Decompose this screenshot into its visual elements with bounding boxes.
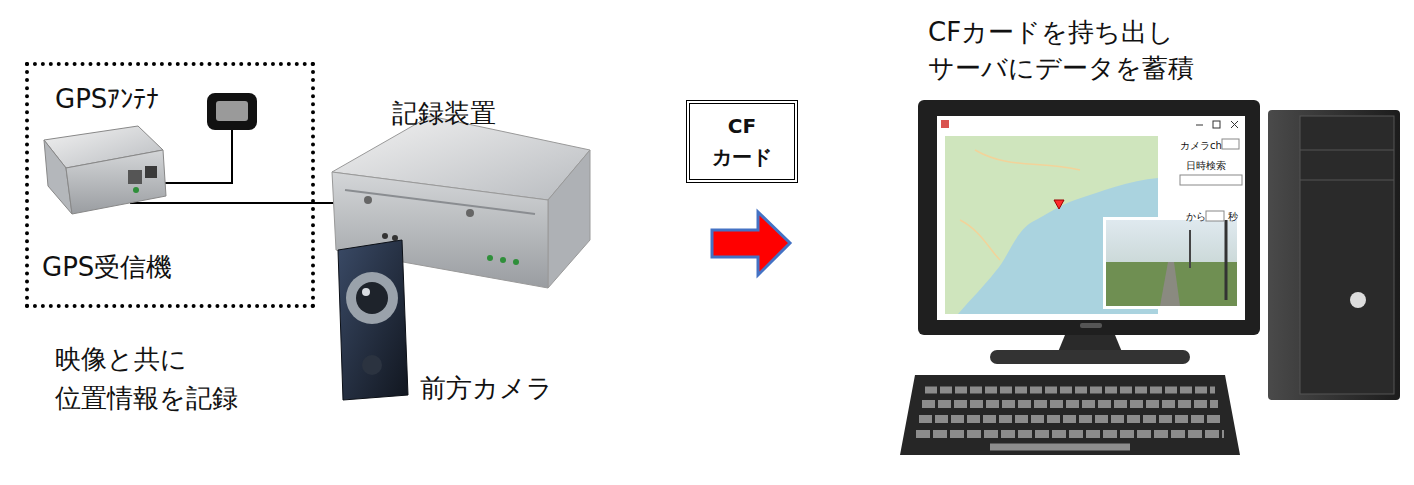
note-text: CFカードを持ち出し サーバにデータを蓄積 bbox=[928, 14, 1248, 87]
monitor-logo bbox=[1080, 323, 1102, 328]
receiver-connector bbox=[145, 166, 157, 178]
receiver-led bbox=[133, 187, 139, 193]
tower-front bbox=[1300, 116, 1394, 394]
minimize-button bbox=[1196, 125, 1203, 126]
gps-receiver bbox=[44, 126, 166, 214]
device-group: GPSｱﾝﾃﾅ GPS受信機 bbox=[25, 62, 315, 308]
ui-label: から bbox=[1186, 210, 1206, 223]
camera-glint bbox=[362, 288, 370, 296]
recorder-led bbox=[500, 257, 506, 263]
pc-tower bbox=[1268, 110, 1400, 400]
recorder-led bbox=[487, 255, 493, 261]
receiver-front bbox=[66, 150, 166, 214]
ui-label: 日時検索 bbox=[1186, 159, 1226, 172]
video-field bbox=[1106, 262, 1237, 306]
camera-lens-ring bbox=[346, 272, 398, 324]
node-text: GPS受信機 bbox=[42, 252, 172, 283]
note-text: 映像と共に 位置情報を記録 bbox=[55, 340, 265, 418]
recorder-screw bbox=[466, 209, 474, 217]
recorder-led bbox=[513, 259, 519, 265]
camera-body bbox=[338, 240, 408, 400]
tower-bay bbox=[1300, 180, 1394, 181]
ui-label: カメラch bbox=[1180, 139, 1222, 152]
antenna-body bbox=[207, 93, 257, 130]
keyboard bbox=[900, 375, 1240, 455]
ui-label: 秒 bbox=[1228, 210, 1238, 223]
key-row bbox=[916, 430, 1224, 438]
date-field bbox=[1180, 175, 1242, 185]
antenna-face bbox=[216, 101, 248, 121]
video-track bbox=[1160, 262, 1180, 306]
node-text: CF カード bbox=[707, 111, 777, 173]
antenna-wire bbox=[158, 130, 232, 183]
video-sky bbox=[1106, 220, 1237, 306]
cf-card-box: CF カード bbox=[686, 100, 798, 183]
keyboard-body bbox=[900, 375, 1240, 455]
tower-bay bbox=[1300, 150, 1394, 151]
receiver-connector bbox=[128, 170, 142, 184]
camera-dropdown bbox=[1222, 139, 1239, 149]
key-row bbox=[925, 387, 1215, 394]
monitor-screen bbox=[937, 116, 1245, 320]
power-button bbox=[1350, 292, 1366, 308]
monitor bbox=[918, 100, 1260, 364]
device-label: 記録装置 bbox=[392, 97, 496, 131]
recorder-port bbox=[392, 235, 398, 241]
camera-lens bbox=[356, 282, 388, 314]
recorder-slot bbox=[345, 190, 535, 214]
front-camera bbox=[338, 240, 408, 400]
monitor-base bbox=[990, 350, 1190, 364]
key-row bbox=[919, 415, 1221, 423]
space-bar bbox=[990, 444, 1130, 451]
maximize-button bbox=[1213, 121, 1220, 128]
video-frame bbox=[1103, 217, 1240, 309]
camera-mount bbox=[362, 355, 382, 375]
tower-body bbox=[1268, 110, 1400, 400]
monitor-bezel bbox=[918, 100, 1260, 335]
node-text: GPSｱﾝﾃﾅ bbox=[55, 84, 159, 115]
video-pole bbox=[1189, 230, 1191, 268]
map-road bbox=[960, 150, 1080, 260]
recorder-screw bbox=[364, 196, 372, 204]
map-marker bbox=[1054, 200, 1064, 209]
device-label: 前方カメラ bbox=[420, 372, 553, 406]
recorder-port bbox=[382, 233, 388, 239]
recorder-side bbox=[548, 150, 590, 288]
key-row bbox=[922, 400, 1218, 408]
monitor-stand bbox=[1058, 335, 1122, 352]
video-pole bbox=[1225, 220, 1228, 300]
seconds-dropdown bbox=[1206, 211, 1224, 221]
close-button bbox=[1231, 121, 1238, 128]
app-icon bbox=[941, 120, 949, 128]
flow-arrow bbox=[712, 212, 790, 275]
gps-antenna bbox=[207, 93, 257, 130]
